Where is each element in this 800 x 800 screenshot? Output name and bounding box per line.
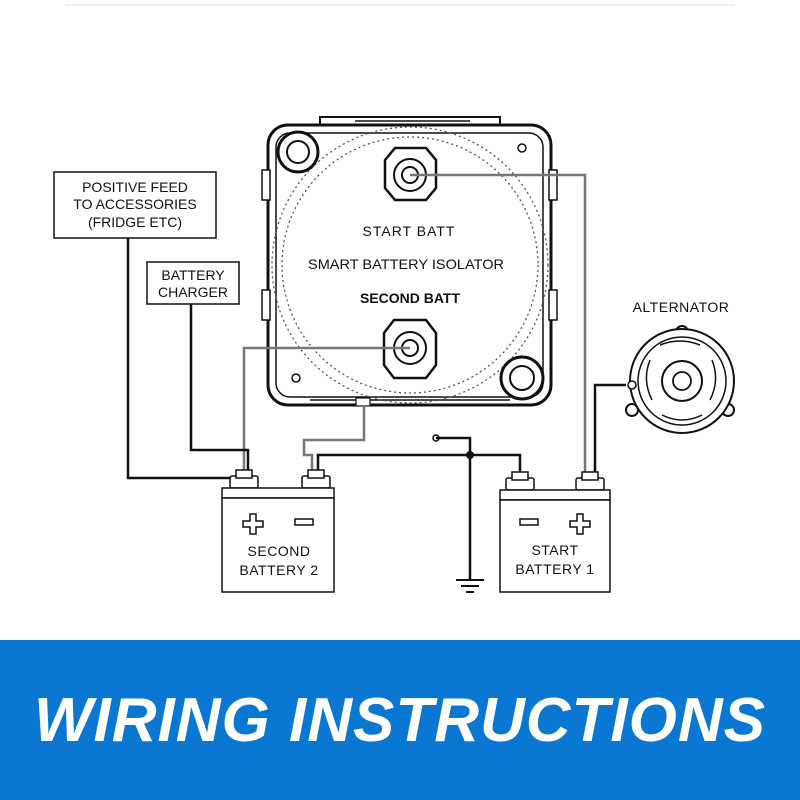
start-batt-label: START BATT — [363, 223, 456, 239]
alternator-label: ALTERNATOR — [633, 299, 730, 315]
isolator-name-label: SMART BATTERY ISOLATOR — [308, 256, 504, 272]
positive-feed-line-3: (FRIDGE ETC) — [88, 214, 182, 230]
banner-title: WIRING INSTRUCTIONS — [34, 686, 766, 755]
banner: WIRING INSTRUCTIONS — [0, 640, 800, 800]
start-battery-line-2: BATTERY 1 — [515, 561, 594, 577]
ground-icon — [456, 579, 484, 593]
second-batt-label: SECOND BATT — [360, 290, 461, 306]
alternator: ALTERNATOR — [625, 299, 735, 434]
second-battery-line-2: BATTERY 2 — [239, 562, 318, 578]
corner-bolt-top-left — [276, 130, 320, 174]
second-battery: SECOND BATTERY 2 — [221, 469, 335, 593]
positive-feed-line-2: TO ACCESSORIES — [73, 196, 196, 212]
second-battery-plus-icon — [242, 513, 264, 535]
black-wires — [126, 238, 626, 580]
corner-hole-bottom-left — [291, 373, 301, 383]
smart-battery-isolator: START BATT SMART BATTERY ISOLATOR SECOND… — [261, 116, 558, 407]
start-battery-minus-icon — [519, 518, 539, 526]
positive-feed-line-1: POSITIVE FEED — [82, 179, 188, 195]
start-battery: START BATTERY 1 — [499, 471, 611, 593]
positive-feed-box: POSITIVE FEED TO ACCESSORIES (FRIDGE ETC… — [53, 171, 217, 239]
start-battery-line-1: START — [531, 542, 578, 558]
isolator-inner-ring — [281, 136, 539, 394]
second-battery-line-1: SECOND — [248, 543, 311, 559]
gray-wires — [242, 173, 587, 480]
second-battery-minus-icon — [294, 518, 314, 526]
corner-hole-top-right — [517, 143, 527, 153]
battery-charger-line-1: BATTERY — [161, 267, 225, 283]
start-battery-plus-icon — [569, 513, 591, 535]
wiring-diagram: START BATT SMART BATTERY ISOLATOR SECOND… — [53, 4, 735, 593]
isolator-ground-connector — [355, 397, 371, 407]
isolator-outer-ring — [271, 126, 549, 404]
battery-charger-box: BATTERY CHARGER — [146, 261, 240, 305]
corner-bolt-bottom-right — [499, 355, 545, 401]
ground-tap-point — [432, 434, 440, 442]
battery-charger-line-2: CHARGER — [158, 284, 228, 300]
alternator-icon — [625, 325, 735, 434]
ground-junction — [466, 451, 474, 459]
